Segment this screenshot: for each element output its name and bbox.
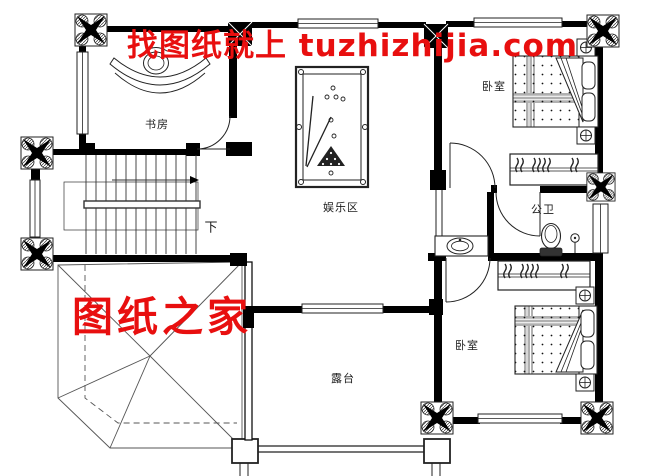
- junction-columns: [227, 21, 449, 49]
- bedroom-top-door: [449, 142, 496, 189]
- pillow: [581, 61, 596, 90]
- cue-stick: [306, 116, 332, 168]
- study-door: [196, 115, 231, 150]
- room-label-terrace: 露台: [331, 372, 355, 385]
- staircase: [63, 155, 201, 254]
- stair-direction-arrow: [112, 176, 199, 184]
- study-left-window: [76, 51, 89, 135]
- room-label-entertainment: 娱乐区: [323, 201, 359, 214]
- pillow: [580, 309, 595, 338]
- pillow: [580, 340, 595, 370]
- washbasin: [434, 235, 489, 257]
- stairwell-left-window: [29, 179, 41, 238]
- bathroom-right-window: [592, 203, 609, 254]
- room-label-study: 书房: [145, 118, 169, 131]
- billiards-table: [294, 65, 370, 189]
- blanket-fold: [555, 57, 584, 123]
- study-chair: [143, 47, 169, 75]
- toilet: [539, 222, 563, 257]
- ball-rack: [317, 146, 345, 166]
- wardrobe-top: [509, 153, 599, 186]
- entertainment-top-window: [297, 18, 379, 29]
- wardrobe-bottom: [497, 260, 591, 291]
- terrace-left-wall: [243, 261, 254, 441]
- bed-top: [512, 55, 599, 128]
- pillow: [581, 92, 596, 122]
- room-label-bathroom: 公卫: [531, 203, 555, 216]
- roof-plan: [57, 261, 243, 449]
- stairs-down-label: 下: [204, 220, 218, 236]
- study-desk: [109, 57, 211, 94]
- cue-stick: [305, 95, 314, 167]
- bedroom-bottom-door: [445, 257, 491, 303]
- bedroom-top-window: [473, 17, 563, 28]
- room-label-bedroom-bottom: 卧室: [455, 339, 479, 352]
- shower-head: [570, 233, 580, 253]
- corridor-opening: [435, 190, 443, 236]
- watermark-site-banner: 找图纸就上 tuzhizhijia.com: [127, 28, 579, 64]
- bedroom-bottom-window: [477, 413, 563, 424]
- bed-bottom: [514, 305, 598, 375]
- stair-handrail: [83, 200, 201, 209]
- terrace-railing: [231, 438, 451, 476]
- blanket-fold: [555, 309, 584, 373]
- bathroom-door: [495, 191, 541, 237]
- terrace-top-window: [301, 303, 384, 314]
- windows: [29, 17, 609, 424]
- room-label-bedroom-top: 卧室: [482, 80, 506, 93]
- watermark-site-name: 图纸之家: [72, 293, 252, 341]
- doors: [196, 115, 541, 303]
